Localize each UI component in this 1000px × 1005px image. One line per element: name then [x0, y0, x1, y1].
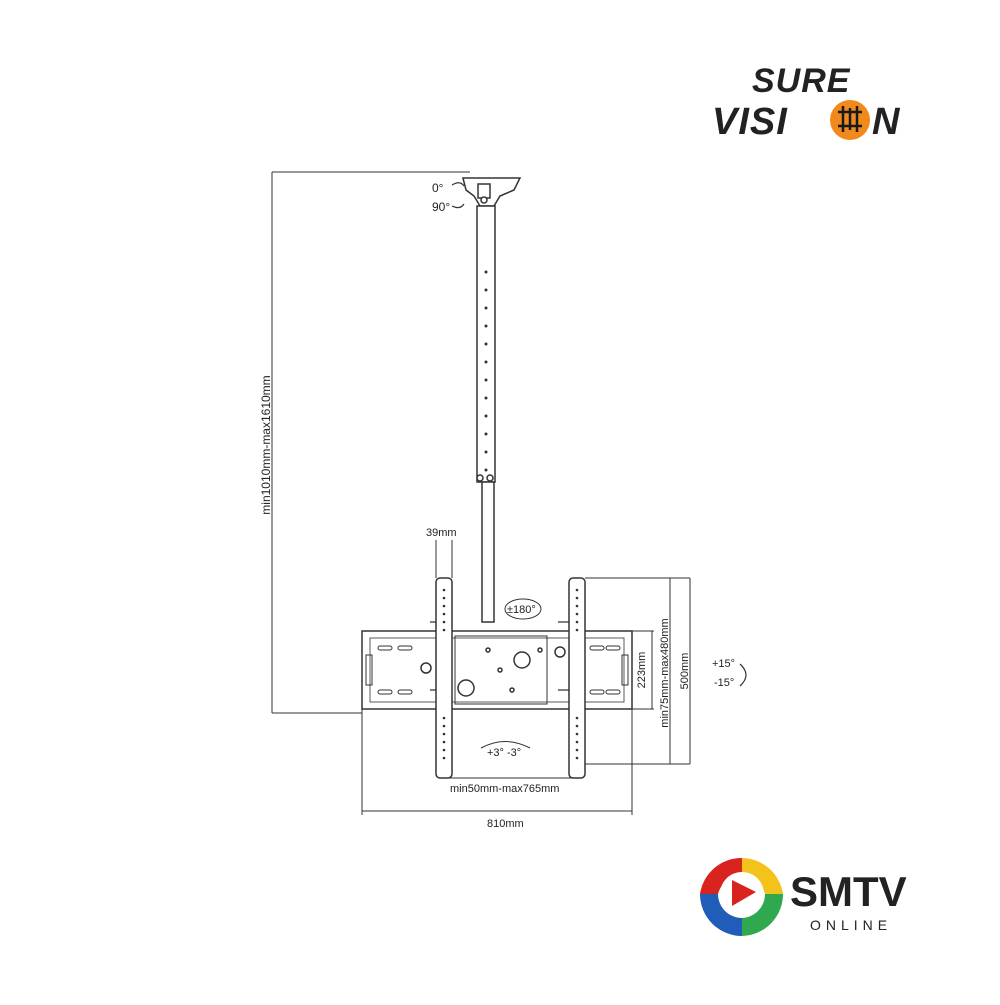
tilt-plus-label: +15°: [712, 658, 735, 670]
bracket-height-label: 500mm: [679, 653, 691, 690]
vertical-range-label: min75mm-max480mm: [659, 618, 671, 727]
wall-plate: [361, 630, 633, 710]
tilt-arrow-icon: [739, 663, 747, 687]
swivel-label: ±180°: [507, 604, 536, 616]
bracket-width-label: 39mm: [426, 527, 457, 539]
smtv-logo: SMTV ONLINE: [700, 857, 907, 936]
tilt-top-arrow-icon-2: [451, 203, 465, 209]
surevision-logo: SURE VISI N: [712, 62, 901, 143]
tilt-top-0-label: 0°: [432, 181, 444, 195]
pole: [476, 205, 496, 623]
smtv-ring-icon: [700, 857, 783, 936]
swivel-indicator: [504, 598, 542, 620]
brand-line2: VISI: [712, 101, 788, 143]
total-width-dimension: [361, 709, 633, 815]
brand-line2-end: N: [872, 101, 901, 143]
height-dimension: [271, 171, 470, 714]
smtv-sub: ONLINE: [810, 917, 892, 933]
smtv-name: SMTV: [790, 868, 907, 915]
vertical-range-dimension: [585, 577, 690, 765]
horizontal-range-label: min50mm-max765mm: [450, 783, 559, 795]
total-width-label: 810mm: [487, 818, 524, 830]
plate-height-dimension: [632, 630, 654, 710]
tilt-minus-label: -15°: [714, 677, 734, 689]
height-range-label: min1010mm-max1610mm: [259, 375, 273, 514]
tilt-top-90-label: 90°: [432, 200, 450, 214]
mount-glyph-icon: [838, 106, 862, 132]
plate-height-label: 223mm: [636, 652, 648, 689]
tilt-top-arrow-icon: [451, 182, 465, 187]
level-adjust-label: +3° -3°: [487, 747, 521, 759]
brand-line1: SURE: [752, 62, 851, 100]
bracket-width-dimension: [435, 540, 453, 578]
ceiling-mount: [462, 177, 522, 207]
pole-holes: [484, 270, 488, 472]
level-arrow-icon: [480, 741, 531, 749]
